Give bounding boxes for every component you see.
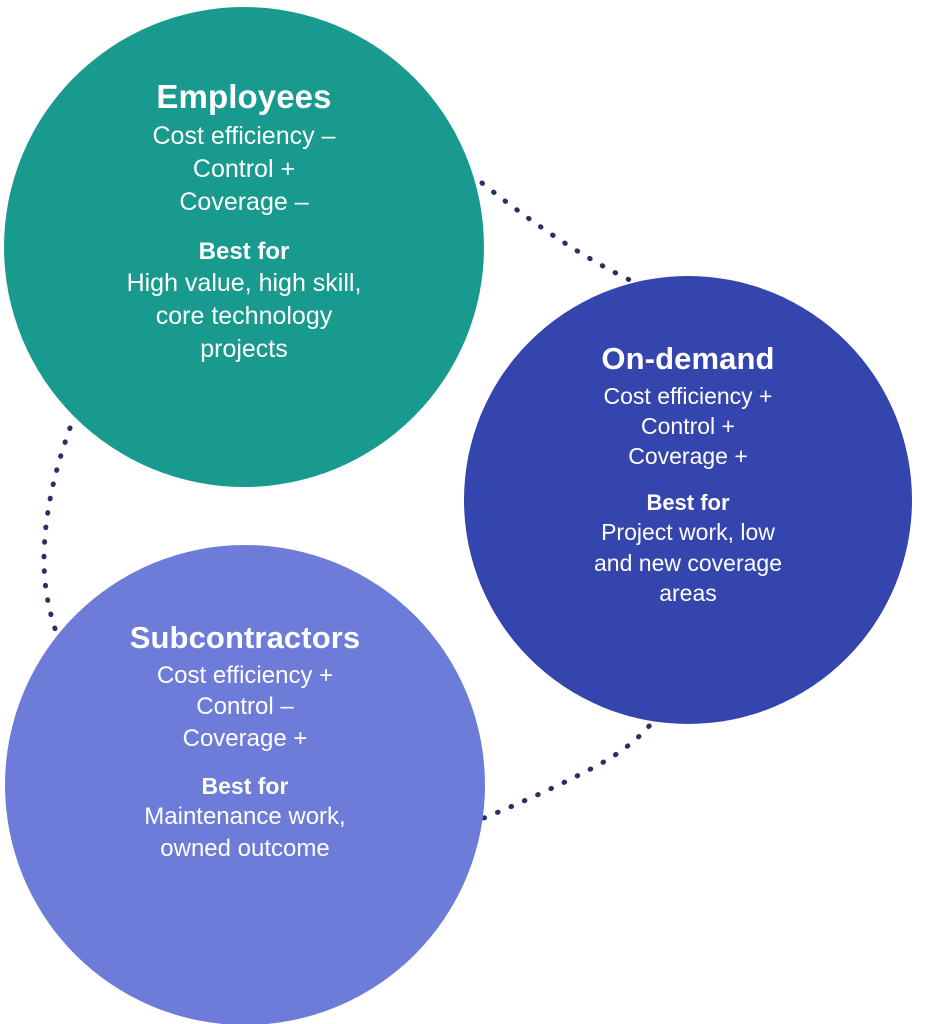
circle-employees-best-for-line-3: projects (200, 335, 288, 364)
circle-subcontractors-best-for-line-2: owned outcome (160, 835, 330, 863)
circle-subcontractors-attribute-coverage: Coverage + (182, 725, 308, 753)
circle-ondemand-best-for-line-3: areas (659, 580, 717, 607)
circle-employees-best-for-line-1: High value, high skill, (126, 268, 362, 297)
circle-ondemand[interactable]: On-demand Cost efficiency + Control + Co… (464, 276, 912, 724)
circle-employees-attribute-coverage: Coverage – (179, 187, 309, 216)
circle-employees-attribute-cost: Cost efficiency – (152, 121, 336, 150)
connector-subcontractors-to-ondemand (481, 709, 663, 821)
circle-subcontractors-best-for-line-1: Maintenance work, (144, 803, 346, 831)
circle-ondemand-best-for-label: Best for (646, 489, 730, 515)
circle-subcontractors-attribute-control: Control – (196, 693, 294, 721)
circle-subcontractors-best-for-label: Best for (201, 772, 289, 799)
circle-ondemand-best-for-line-1: Project work, low (601, 519, 775, 546)
circle-subcontractors-content: Subcontractors Cost efficiency + Control… (58, 620, 432, 865)
circle-ondemand-content: On-demand Cost efficiency + Control + Co… (513, 341, 862, 609)
circle-ondemand-attribute-coverage: Coverage + (628, 443, 748, 470)
circle-employees-best-for-label: Best for (198, 237, 290, 265)
circle-ondemand-attribute-control: Control + (641, 413, 735, 440)
circle-subcontractors-title: Subcontractors (129, 620, 361, 655)
circle-ondemand-best-for-line-2: and new coverage (594, 549, 782, 576)
circle-employees-content: Employees Cost efficiency – Control + Co… (57, 78, 431, 367)
circle-ondemand-title: On-demand (601, 341, 775, 376)
circle-subcontractors-attribute-cost: Cost efficiency + (156, 661, 334, 689)
circle-subcontractors[interactable]: Subcontractors Cost efficiency + Control… (5, 545, 485, 1024)
circle-employees-best-for-line-2: core technology (155, 302, 333, 331)
circle-employees-attribute-control: Control + (192, 154, 296, 183)
circle-ondemand-attribute-cost: Cost efficiency + (603, 382, 773, 409)
circle-employees-title: Employees (156, 78, 332, 115)
circle-employees[interactable]: Employees Cost efficiency – Control + Co… (4, 7, 484, 487)
